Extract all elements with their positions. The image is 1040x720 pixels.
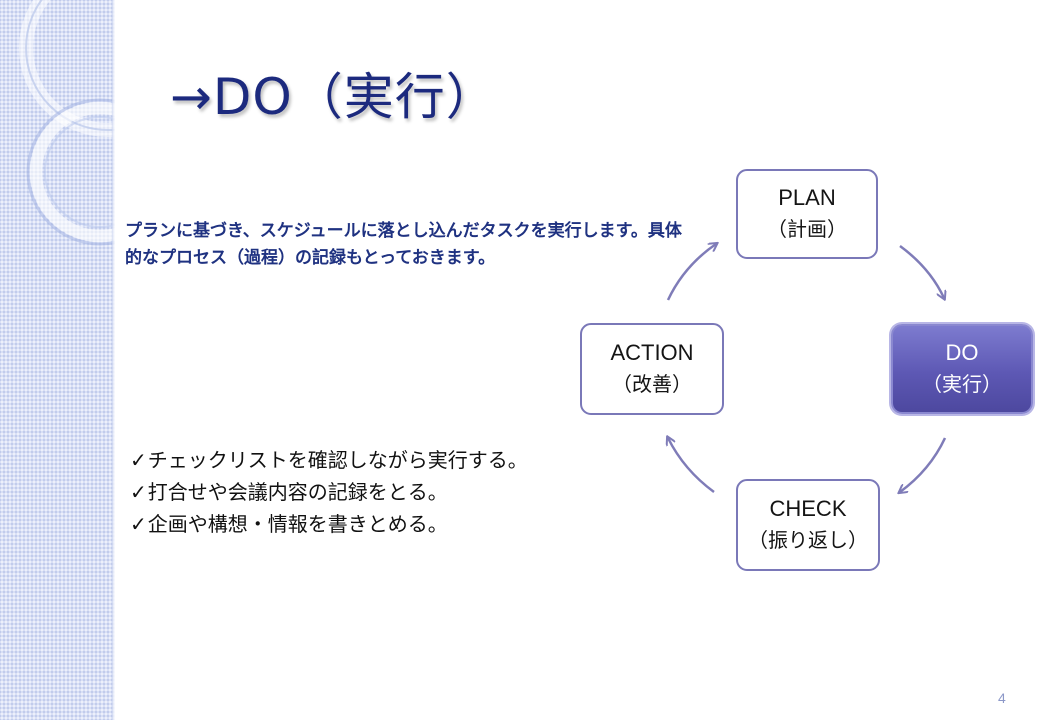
- checklist-item: ✓チェックリストを確認しながら実行する。: [130, 444, 528, 476]
- checklist-item-text: チェックリストを確認しながら実行する。: [147, 448, 528, 472]
- arrow-check-to-action: [668, 438, 715, 494]
- page-number: 4: [998, 690, 1006, 706]
- cycle-step-check: CHECK （振り返し）: [736, 479, 880, 571]
- cycle-step-sublabel: （実行）: [922, 372, 1002, 396]
- checklist-item-text: 打合せや会議内容の記録をとる。: [147, 480, 448, 504]
- cycle-step-action: ACTION （改善）: [580, 323, 724, 415]
- checklist-item: ✓打合せや会議内容の記録をとる。: [130, 476, 528, 508]
- checklist-item-text: 企画や構想・情報を書きとめる。: [147, 512, 448, 536]
- cycle-step-plan: PLAN （計画）: [736, 169, 878, 259]
- slide-description: プランに基づき、スケジュールに落とし込んだタスクを実行します。具体的なプロセス（…: [125, 221, 682, 268]
- cycle-step-label: DO: [945, 340, 979, 365]
- cycle-step-label: PLAN: [778, 185, 836, 210]
- decorative-sidebar: [0, 0, 115, 720]
- arrow-plan-to-do: [899, 244, 944, 298]
- cycle-step-sublabel: （振り返し）: [748, 528, 868, 552]
- checklist: ✓チェックリストを確認しながら実行する。 ✓打合せや会議内容の記録をとる。 ✓企…: [130, 444, 528, 540]
- slide-title: →DO（実行）: [170, 68, 497, 126]
- check-icon: ✓: [130, 448, 147, 472]
- check-icon: ✓: [130, 512, 147, 536]
- cycle-step-label: ACTION: [610, 340, 694, 365]
- cycle-step-do: DO （実行）: [891, 324, 1033, 414]
- check-icon: ✓: [130, 480, 147, 504]
- arrow-do-to-check: [900, 437, 947, 492]
- arrow-action-to-plan: [666, 244, 716, 301]
- decorative-circles: [19, 0, 115, 246]
- cycle-step-sublabel: （改善）: [612, 372, 692, 396]
- cycle-step-sublabel: （計画）: [767, 217, 847, 241]
- checklist-item: ✓企画や構想・情報を書きとめる。: [130, 508, 528, 540]
- cycle-step-label: CHECK: [769, 496, 847, 521]
